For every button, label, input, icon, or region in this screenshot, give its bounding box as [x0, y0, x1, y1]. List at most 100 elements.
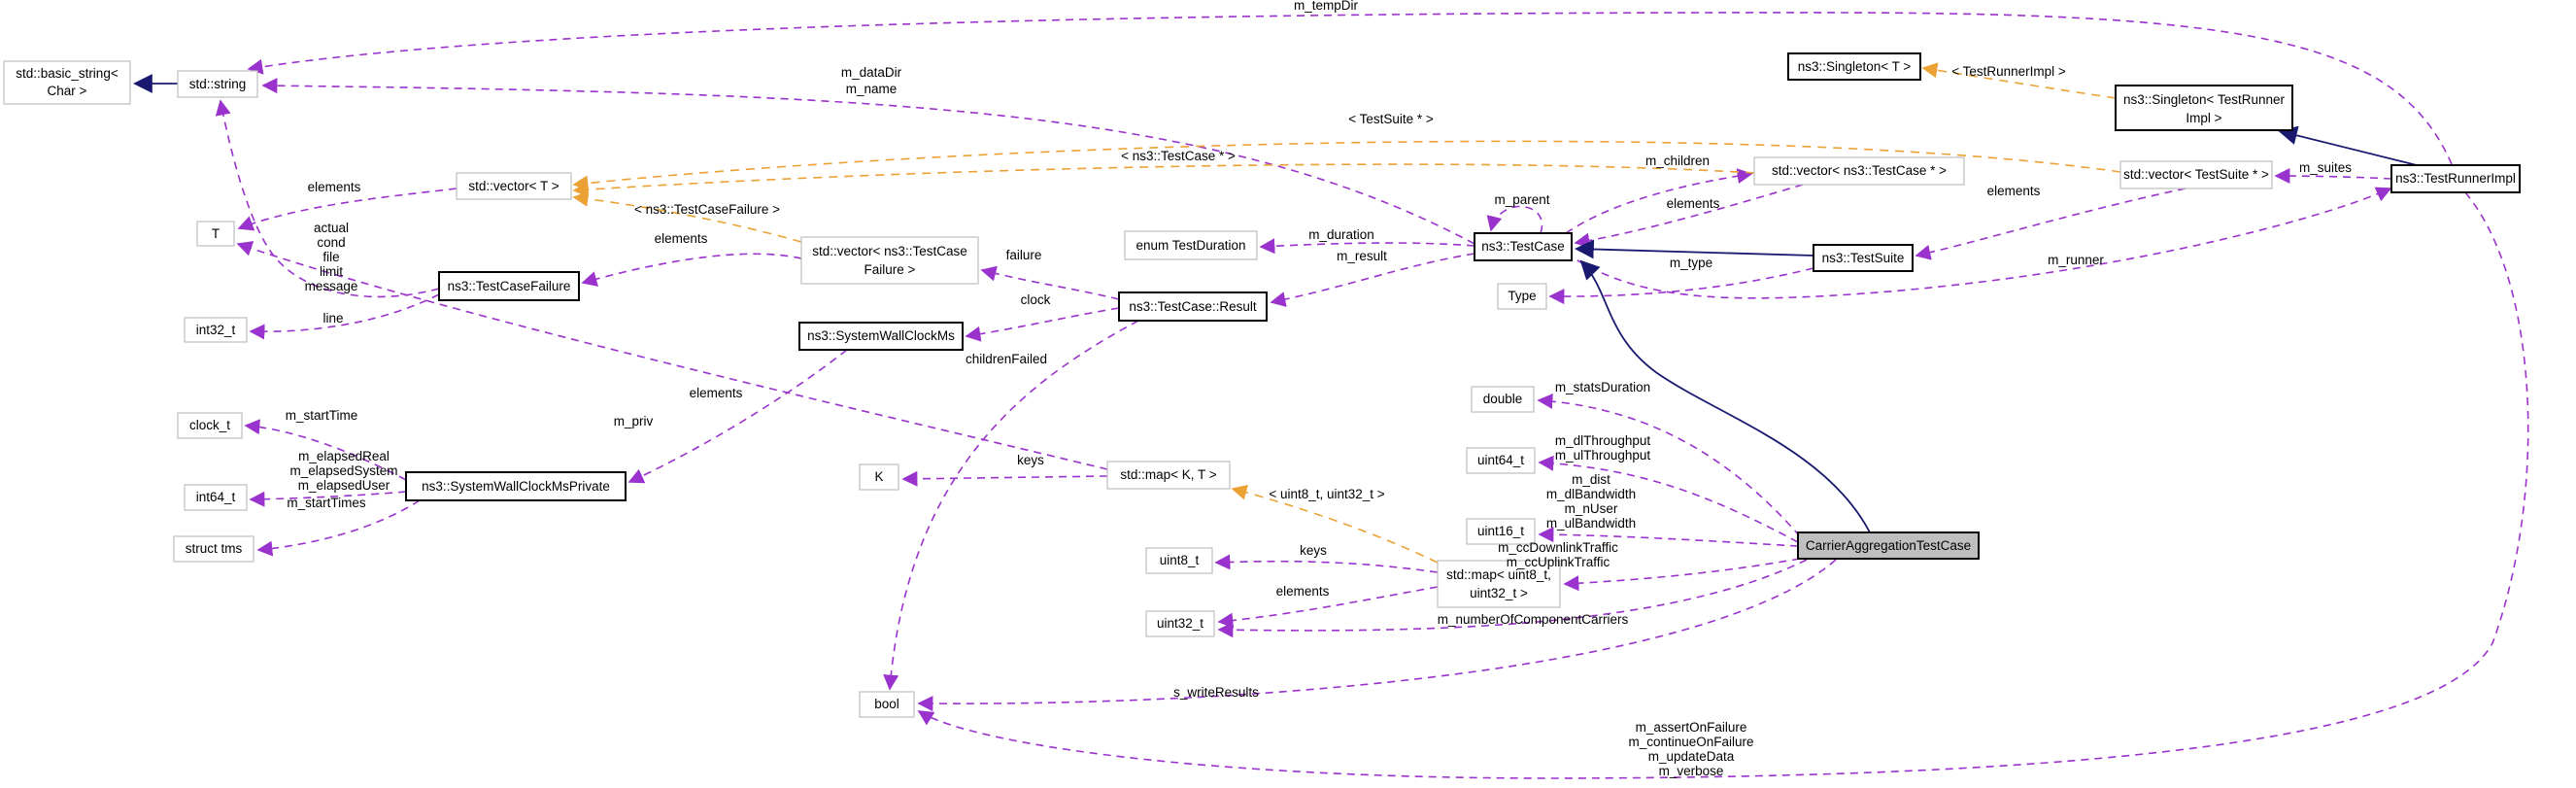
edge-label-elements-vec-t: elements — [308, 180, 361, 194]
node-clock-t[interactable]: clock_t — [177, 412, 243, 439]
edge-elements-testcasefailure — [581, 253, 802, 287]
edge-elements-testcase — [1574, 184, 1804, 249]
svg-text:T: T — [212, 226, 220, 241]
node-carrieraggregationtestcase[interactable]: CarrierAggregationTestCase — [1797, 531, 1980, 560]
node-double[interactable]: double — [1471, 386, 1535, 413]
edge-label-m-ulBandwidth: m_ulBandwidth — [1546, 516, 1636, 531]
node-systemwallclockmsprivate[interactable]: ns3::SystemWallClockMsPrivate — [405, 471, 627, 501]
node-map-k-t[interactable]: std::map< K, T > — [1106, 461, 1231, 490]
svg-text:uint32_t: uint32_t — [1157, 616, 1203, 631]
svg-text:ns3::Singleton< T >: ns3::Singleton< T > — [1798, 59, 1912, 74]
svg-text:clock_t: clock_t — [189, 418, 230, 432]
edge-label-actual: actual — [314, 221, 349, 235]
edge-keys-map-kt — [901, 470, 1108, 487]
svg-text:std::vector< ns3::TestCase * >: std::vector< ns3::TestCase * > — [1772, 163, 1947, 178]
edge-label-tpl-testrunnerimpl: < TestRunnerImpl > — [1951, 64, 2066, 79]
node-vector-testcase-ptr[interactable]: std::vector< ns3::TestCase * > — [1753, 156, 1965, 186]
node-int32-t[interactable]: int32_t — [184, 317, 248, 343]
node-t[interactable]: T — [196, 221, 235, 247]
edge-label-elements-map-u8: elements — [1276, 584, 1330, 599]
svg-text:uint32_t >: uint32_t > — [1470, 586, 1528, 600]
node-struct-tms[interactable]: struct tms — [173, 535, 254, 563]
node-bool[interactable]: bool — [859, 691, 915, 718]
node-std-vector-t[interactable]: std::vector< T > — [456, 172, 572, 200]
svg-text:ns3::SystemWallClockMsPrivate: ns3::SystemWallClockMsPrivate — [422, 479, 610, 494]
edge-label-tpl-uint8-uint32: < uint8_t, uint32_t > — [1269, 487, 1384, 501]
edge-label-m-numberOfComponentCarriers: m_numberOfComponentCarriers — [1438, 612, 1629, 627]
svg-text:ns3::TestCase: ns3::TestCase — [1481, 239, 1565, 254]
node-type[interactable]: Type — [1497, 283, 1547, 310]
edge-label-clock: clock — [1021, 292, 1051, 307]
node-testsuite[interactable]: ns3::TestSuite — [1813, 244, 1914, 272]
svg-text:std::map< K, T >: std::map< K, T > — [1120, 467, 1216, 482]
svg-text:Impl >: Impl > — [2186, 111, 2221, 125]
edge-label-m-continueOnFailure: m_continueOnFailure — [1628, 735, 1753, 749]
node-std-basic-string[interactable]: std::basic_string< Char > — [3, 60, 131, 105]
node-k[interactable]: K — [859, 463, 899, 491]
svg-text:K: K — [874, 469, 883, 484]
edge-template-testcasefailure — [572, 190, 802, 243]
node-testcase[interactable]: ns3::TestCase — [1474, 232, 1573, 261]
edge-label-m-suites: m_suites — [2299, 160, 2352, 175]
edge-label-m-tempDir: m_tempDir — [1294, 0, 1359, 13]
edge-label-childrenFailed: childrenFailed — [966, 352, 1047, 366]
edge-s-writeResults — [917, 559, 1837, 712]
edge-label-elements-suites: elements — [1987, 184, 2041, 198]
edge-label-m-elapsedSystem: m_elapsedSystem — [289, 463, 397, 478]
svg-text:std::map< uint8_t,: std::map< uint8_t, — [1446, 567, 1551, 582]
edge-label-m-ccUplinkTraffic: m_ccUplinkTraffic — [1507, 555, 1610, 569]
svg-text:std::vector< TestSuite * >: std::vector< TestSuite * > — [2123, 167, 2269, 182]
edge-label-m-type: m_type — [1670, 256, 1712, 270]
edge-m-throughput — [1538, 455, 1799, 543]
node-enum-testduration[interactable]: enum TestDuration — [1124, 230, 1258, 260]
node-vector-testcasefailure[interactable]: std::vector< ns3::TestCase Failure > — [800, 236, 979, 285]
edge-m-suites — [2274, 168, 2392, 185]
edge-label-m-startTimes: m_startTimes — [287, 496, 366, 510]
edge-label-cond: cond — [317, 235, 345, 250]
node-uint32-t[interactable]: uint32_t — [1145, 610, 1215, 637]
edge-m-elapsed — [249, 491, 407, 507]
edge-label-m-dlThroughput: m_dlThroughput — [1555, 433, 1651, 448]
node-std-string[interactable]: std::string — [177, 70, 258, 98]
edge-m-ccTraffic — [1563, 558, 1801, 592]
svg-text:std::vector< ns3::TestCase: std::vector< ns3::TestCase — [812, 244, 966, 258]
svg-text:uint64_t: uint64_t — [1477, 453, 1524, 467]
node-int64-t[interactable]: int64_t — [184, 484, 248, 511]
node-vector-testsuite-ptr[interactable]: std::vector< TestSuite * > — [2119, 160, 2273, 189]
node-systemwallclockms[interactable]: ns3::SystemWallClockMs — [798, 322, 964, 351]
svg-text:struct tms: struct tms — [186, 541, 243, 556]
svg-text:CarrierAggregationTestCase: CarrierAggregationTestCase — [1806, 538, 1971, 553]
edge-m-children — [1565, 168, 1753, 234]
node-singleton-t[interactable]: ns3::Singleton< T > — [1787, 52, 1921, 81]
svg-text:ns3::TestCase::Result: ns3::TestCase::Result — [1129, 299, 1257, 314]
edge-template-testsuite-ptr — [572, 140, 2121, 191]
edge-m-dataDir-m-name — [261, 78, 1475, 245]
edge-m-startTime — [244, 419, 407, 481]
node-testcase-result[interactable]: ns3::TestCase::Result — [1118, 291, 1268, 322]
edge-childrenFailed — [883, 320, 1139, 691]
node-singleton-testrunnerimpl[interactable]: ns3::Singleton< TestRunner Impl > — [2115, 85, 2293, 131]
edge-label-line: line — [322, 311, 343, 325]
edge-label-m-result: m_result — [1337, 249, 1387, 263]
edge-m-startTimes — [256, 499, 421, 557]
svg-text:Char >: Char > — [48, 84, 87, 98]
edge-label-elements-tcf: elements — [655, 231, 708, 246]
svg-text:ns3::TestCaseFailure: ns3::TestCaseFailure — [448, 279, 571, 293]
node-testrunnerimpl[interactable]: ns3::TestRunnerImpl — [2390, 164, 2521, 193]
edge-m-runner — [1576, 187, 2392, 299]
edge-failure — [980, 265, 1120, 300]
node-testcasefailure[interactable]: ns3::TestCaseFailure — [438, 271, 580, 301]
svg-text:std::string: std::string — [189, 77, 247, 91]
edge-label-limit: limit — [320, 264, 343, 279]
node-uint64-t[interactable]: uint64_t — [1466, 447, 1536, 474]
edge-label-m-dataDir: m_dataDir — [841, 65, 902, 80]
node-uint8-t[interactable]: uint8_t — [1145, 547, 1213, 574]
edge-label-m-name: m_name — [846, 82, 898, 96]
svg-text:uint8_t: uint8_t — [1160, 553, 1200, 567]
node-map-uint8-uint32[interactable]: std::map< uint8_t, uint32_t > — [1437, 560, 1561, 608]
node-uint16-t[interactable]: uint16_t — [1466, 518, 1536, 545]
svg-text:bool: bool — [874, 697, 899, 711]
edges-layer — [133, 12, 2529, 779]
svg-text:Type: Type — [1508, 289, 1536, 303]
